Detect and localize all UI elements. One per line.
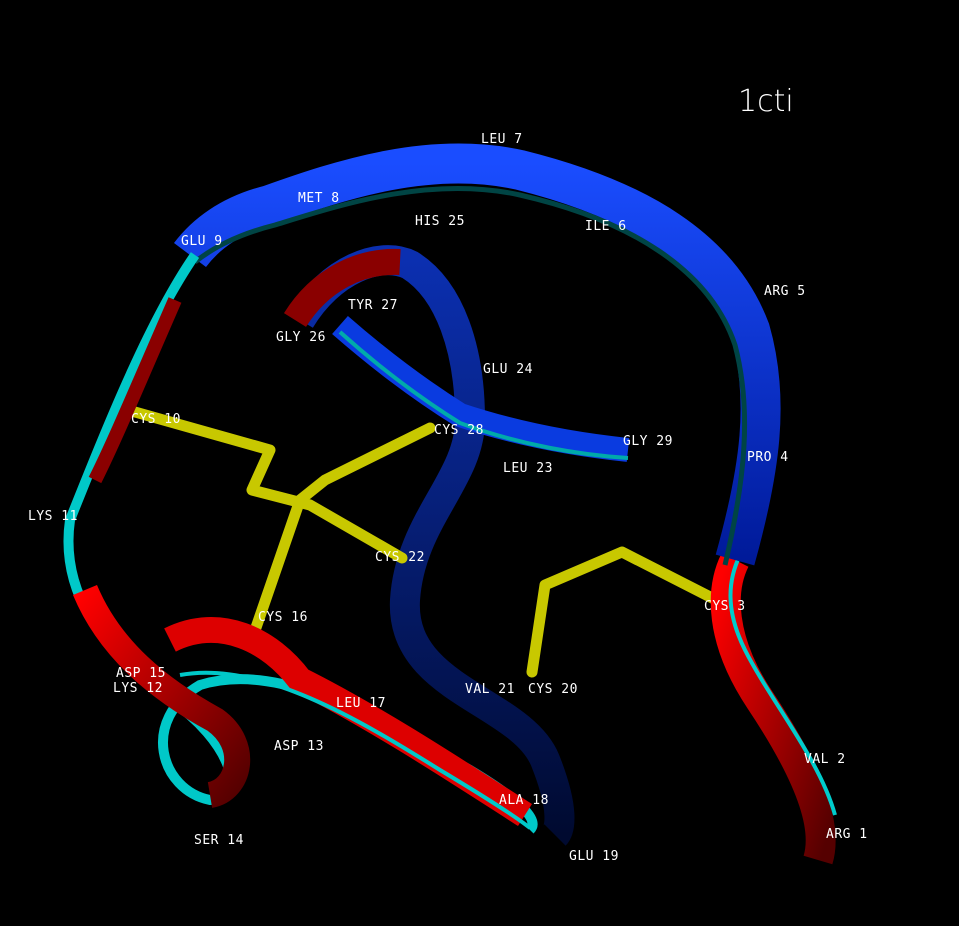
residue-label: LEU 7 [481,132,523,147]
residue-label: HIS 25 [415,214,465,229]
ribbon-segment-tyr27 [283,248,401,328]
structure-id-title: 1cti [738,84,794,119]
residue-label: CYS 20 [528,682,578,697]
disulfide-16-28 [244,422,436,651]
residue-label: TYR 27 [348,298,398,313]
residue-label: CYS 28 [434,423,484,438]
disulfide-bonds [129,406,728,678]
residue-label: ARG 1 [826,827,868,842]
residue-label: SER 14 [194,833,244,848]
residue-label: GLU 24 [483,362,533,377]
residue-label: CYS 16 [258,610,308,625]
residue-label: CYS 22 [375,550,425,565]
residue-label: ALA 18 [499,793,549,808]
residue-label: LEU 17 [336,696,386,711]
residue-label: CYS 10 [131,412,181,427]
ribbon-segment-helix [174,143,781,566]
residue-label: GLY 26 [276,330,326,345]
ribbon-segment-leu17-ala18 [164,617,532,826]
ribbon-segment-n-term [710,553,836,865]
residue-label: ARG 5 [764,284,806,299]
residue-label: GLU 9 [181,234,223,249]
residue-label: LYS 11 [28,509,78,524]
residue-label: LYS 12 [113,681,163,696]
residue-label: CYS 3 [704,599,746,614]
residue-label: GLY 29 [623,434,673,449]
residue-label: PRO 4 [747,450,789,465]
disulfide-3-20 [526,546,728,678]
residue-label: ASP 13 [274,739,324,754]
ribbon-segment-gly26-gly29 [332,315,630,462]
residue-label: MET 8 [298,191,340,206]
residue-label: VAL 21 [465,682,515,697]
residue-label: GLU 19 [569,849,619,864]
residue-label: VAL 2 [804,752,846,767]
disulfide-10-22 [129,406,408,564]
residue-label: LEU 23 [503,461,553,476]
ribbon-segment-back [287,245,575,846]
residue-label: ASP 15 [116,666,166,681]
ribbon-segment-loop-red [73,584,251,808]
residue-label: ILE 6 [585,219,627,234]
